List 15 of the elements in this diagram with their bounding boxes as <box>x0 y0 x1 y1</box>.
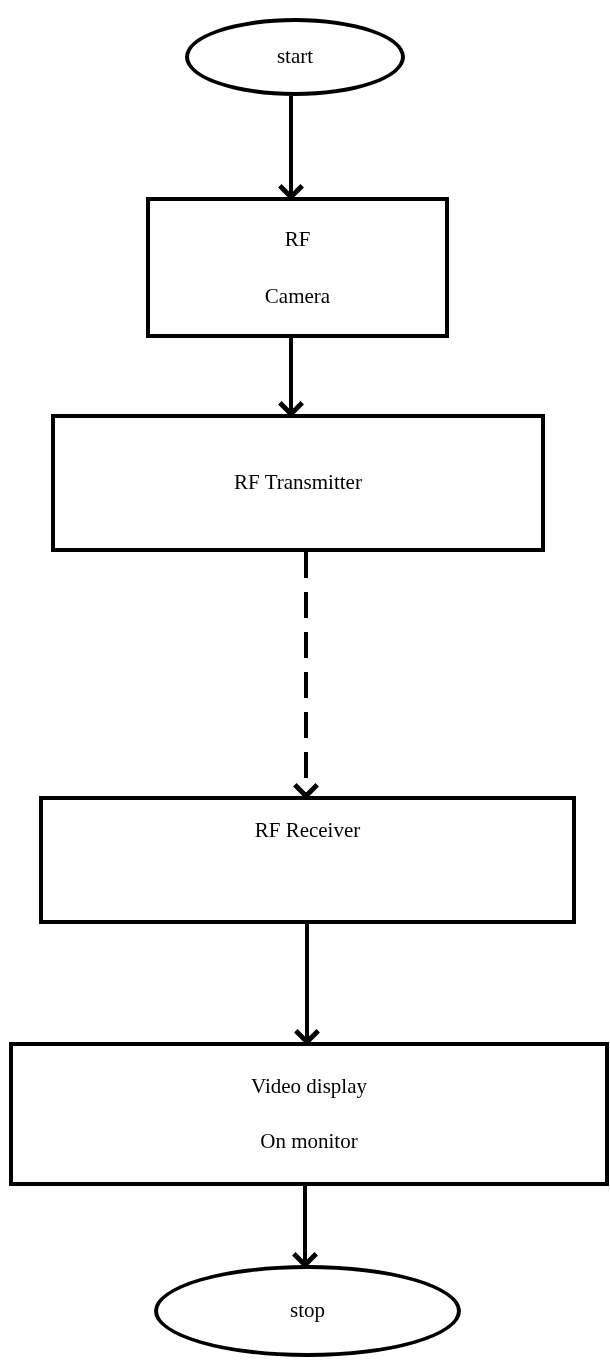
dashed-arrow <box>292 552 320 799</box>
node-label: stop <box>290 1298 325 1324</box>
arrow <box>293 924 321 1045</box>
process-box <box>51 414 545 552</box>
arrow <box>291 1186 319 1268</box>
arrow <box>277 96 305 200</box>
node-label: start <box>276 44 314 70</box>
process-box <box>9 1042 609 1186</box>
arrow <box>277 338 305 417</box>
process-box <box>39 796 576 924</box>
node-label: Video display On monitor <box>250 1073 368 1155</box>
process-box <box>146 197 449 338</box>
node-label: RF Transmitter <box>234 470 362 496</box>
node-label: RF Receiver <box>254 818 361 844</box>
node-label: RF Camera <box>263 225 332 310</box>
